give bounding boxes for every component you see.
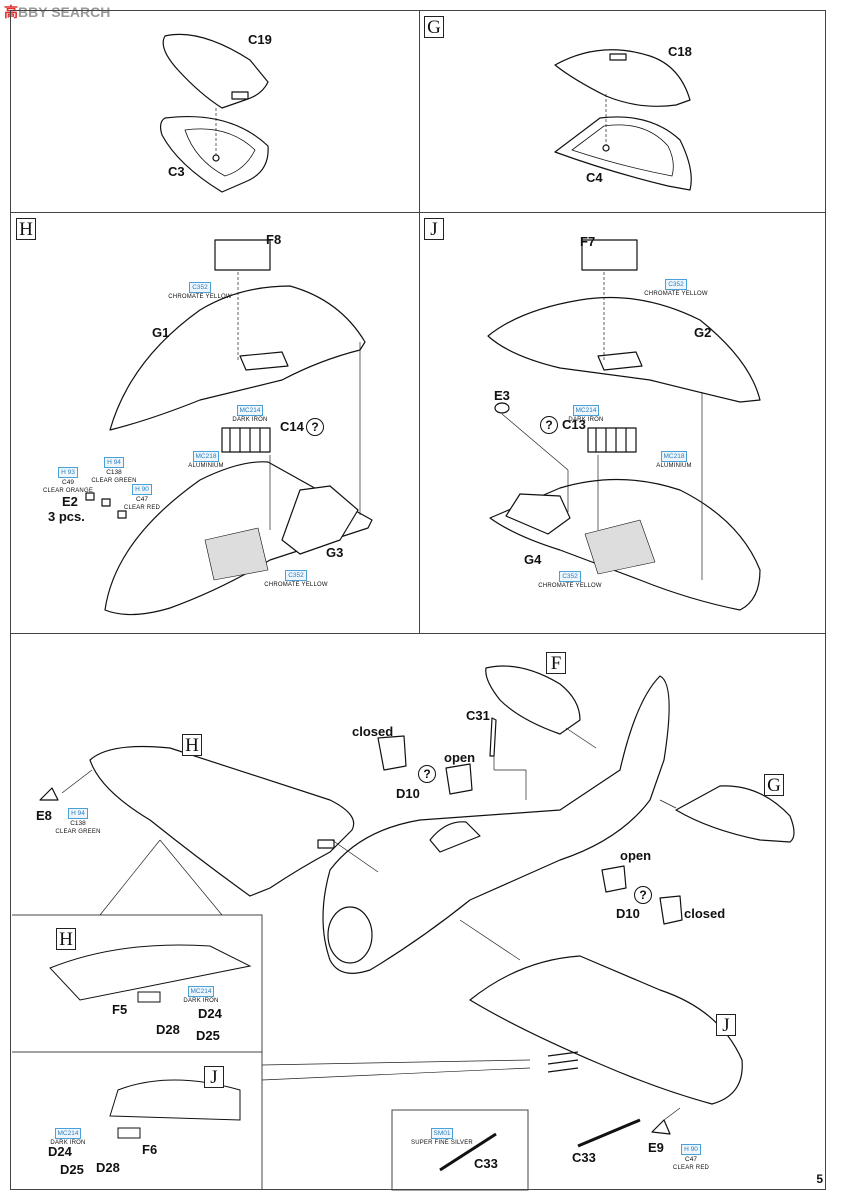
part-label-c14: C14 — [280, 419, 304, 434]
tailplane-final-g — [675, 785, 795, 843]
step-letter-g: G — [424, 16, 444, 38]
part-label-d24: D24 — [198, 1006, 222, 1021]
part-label-d25: D25 — [196, 1028, 220, 1043]
part-label-d28-j: D28 — [96, 1160, 120, 1175]
ref-letter-f: F — [546, 652, 566, 674]
part-label-g4: G4 — [524, 552, 542, 567]
detail-box-c33 — [391, 1109, 529, 1191]
ref-letter-g: G — [764, 774, 784, 796]
part-label-c19: C19 — [248, 32, 272, 47]
part-label-f5: F5 — [112, 1002, 128, 1017]
part-label-c33: C33 — [474, 1156, 498, 1171]
part-label-f8: F8 — [266, 232, 282, 247]
tailplane-final-f — [485, 665, 581, 735]
part-label-g3: G3 — [326, 545, 344, 560]
gun-bay-part-c14 — [221, 427, 271, 453]
watermark-logo: 高BBY SEARCH — [4, 4, 111, 20]
ref-letter-j: J — [716, 1014, 736, 1036]
wing-lower-part-g3 — [104, 461, 373, 616]
part-label-g2: G2 — [694, 325, 712, 340]
part-label-f6: F6 — [142, 1142, 158, 1157]
optional-icon: ? — [418, 765, 436, 783]
wing-upper-part-g1 — [109, 239, 366, 431]
part-label-e3: E3 — [494, 388, 510, 403]
light-part-e9 — [651, 1119, 671, 1135]
optional-icon: ? — [306, 418, 324, 436]
part-label-c13: C13 — [562, 417, 586, 432]
label-closed: closed — [352, 724, 394, 739]
page-number: 5 — [816, 1172, 823, 1186]
elevator-part-c18 — [554, 49, 691, 107]
part-label-e8: E8 — [36, 808, 52, 823]
light-part-e3 — [494, 402, 510, 414]
part-label-d24-j: D24 — [48, 1144, 72, 1159]
stabilizer-part-c4 — [554, 116, 692, 191]
wing-upper-part-g2 — [487, 239, 761, 403]
part-label-e2: E2 — [62, 494, 78, 509]
optional-icon: ? — [540, 416, 558, 434]
wing-lower-part-g4 — [489, 478, 761, 611]
label-closed-2: closed — [684, 906, 726, 921]
part-label-d28: D28 — [156, 1022, 180, 1037]
ref-letter-h: H — [182, 734, 202, 756]
gun-bay-part-c13 — [587, 427, 637, 453]
label-open-2: open — [620, 848, 652, 863]
part-label-c4: C4 — [586, 170, 603, 185]
stabilizer-part-c3 — [159, 115, 269, 193]
part-label-c33-b: C33 — [572, 1150, 596, 1165]
light-part-e8 — [39, 787, 59, 801]
part-label-d10: D10 — [396, 786, 420, 801]
door-closed-2 — [659, 895, 683, 925]
optional-icon: ? — [634, 886, 652, 904]
pitot-detail-c33 — [439, 1132, 497, 1172]
detail-letter-h: H — [56, 928, 76, 950]
step-letter-j: J — [424, 218, 444, 240]
part-label-g1: G1 — [152, 325, 170, 340]
fuselage-assembly — [322, 675, 670, 974]
part-label-c31: C31 — [466, 708, 490, 723]
part-label-c18: C18 — [668, 44, 692, 59]
lights-part-e2 — [85, 492, 127, 519]
label-open: open — [444, 750, 476, 765]
detail-letter-j: J — [204, 1066, 224, 1088]
part-label-e2-qty: 3 pcs. — [48, 509, 85, 524]
door-open-1 — [445, 763, 473, 795]
wing-right-assembly — [469, 955, 743, 1105]
door-closed-1 — [377, 735, 407, 771]
part-label-f7: F7 — [580, 234, 596, 249]
part-label-d10-2: D10 — [616, 906, 640, 921]
part-label-d25-j: D25 — [60, 1162, 84, 1177]
door-open-2 — [601, 865, 627, 893]
elevator-part-c19 — [162, 33, 269, 109]
wing-left-assembly — [89, 745, 355, 897]
step-letter-h: H — [16, 218, 36, 240]
part-label-c3: C3 — [168, 164, 185, 179]
pitot-part-c33 — [577, 1118, 641, 1148]
part-label-e9: E9 — [648, 1140, 664, 1155]
antenna-part-c31 — [489, 717, 497, 757]
detail-box-j — [12, 1051, 263, 1190]
